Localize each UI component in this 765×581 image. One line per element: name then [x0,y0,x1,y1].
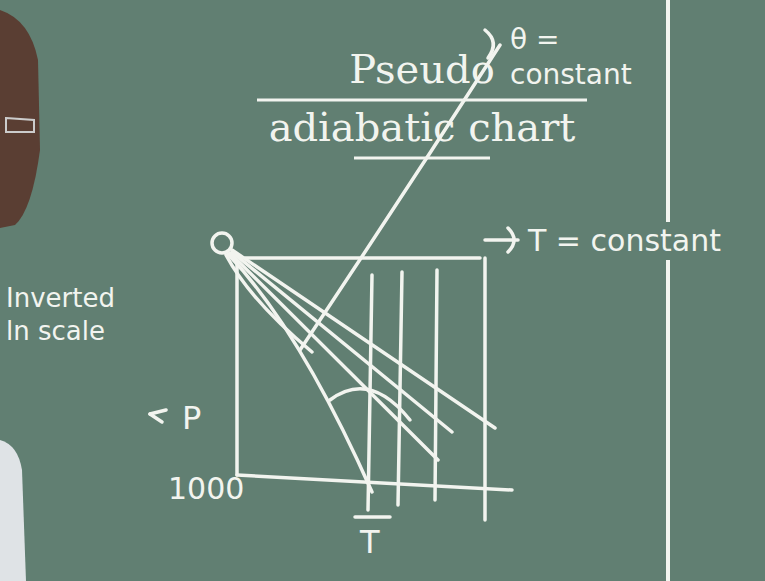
frame-bottom [237,475,512,490]
board-divider [666,0,670,581]
frame-right [483,258,487,520]
lecturer-shirt [0,440,26,581]
chart-title: Pseudo adiabatic chart [252,40,592,156]
underline [354,157,490,160]
axis-label: P [182,398,201,438]
sketch-arc [330,389,410,420]
axis-note: Inverted ln scale [6,282,136,347]
axis-tick [355,515,390,519]
chart-sketch [150,30,518,520]
axis-arrow [150,414,162,422]
leader-hook [508,228,514,252]
dry-adiabat [232,252,452,432]
pseudo-adiabat [226,255,312,352]
glasses [6,118,34,132]
underline [257,99,587,102]
dry-adiabat [230,253,438,460]
axis-label: T [360,522,380,562]
theta-label: θ = constant [510,22,660,92]
isotherm-label: T = constant [528,222,721,260]
origin-circle [212,233,232,253]
axis-arrow [150,410,166,414]
dry-adiabat [232,250,495,428]
frame-left [235,262,239,475]
lecturer-head [0,10,40,228]
pressure-value: 1000 [168,470,244,508]
isotherm [435,270,437,500]
